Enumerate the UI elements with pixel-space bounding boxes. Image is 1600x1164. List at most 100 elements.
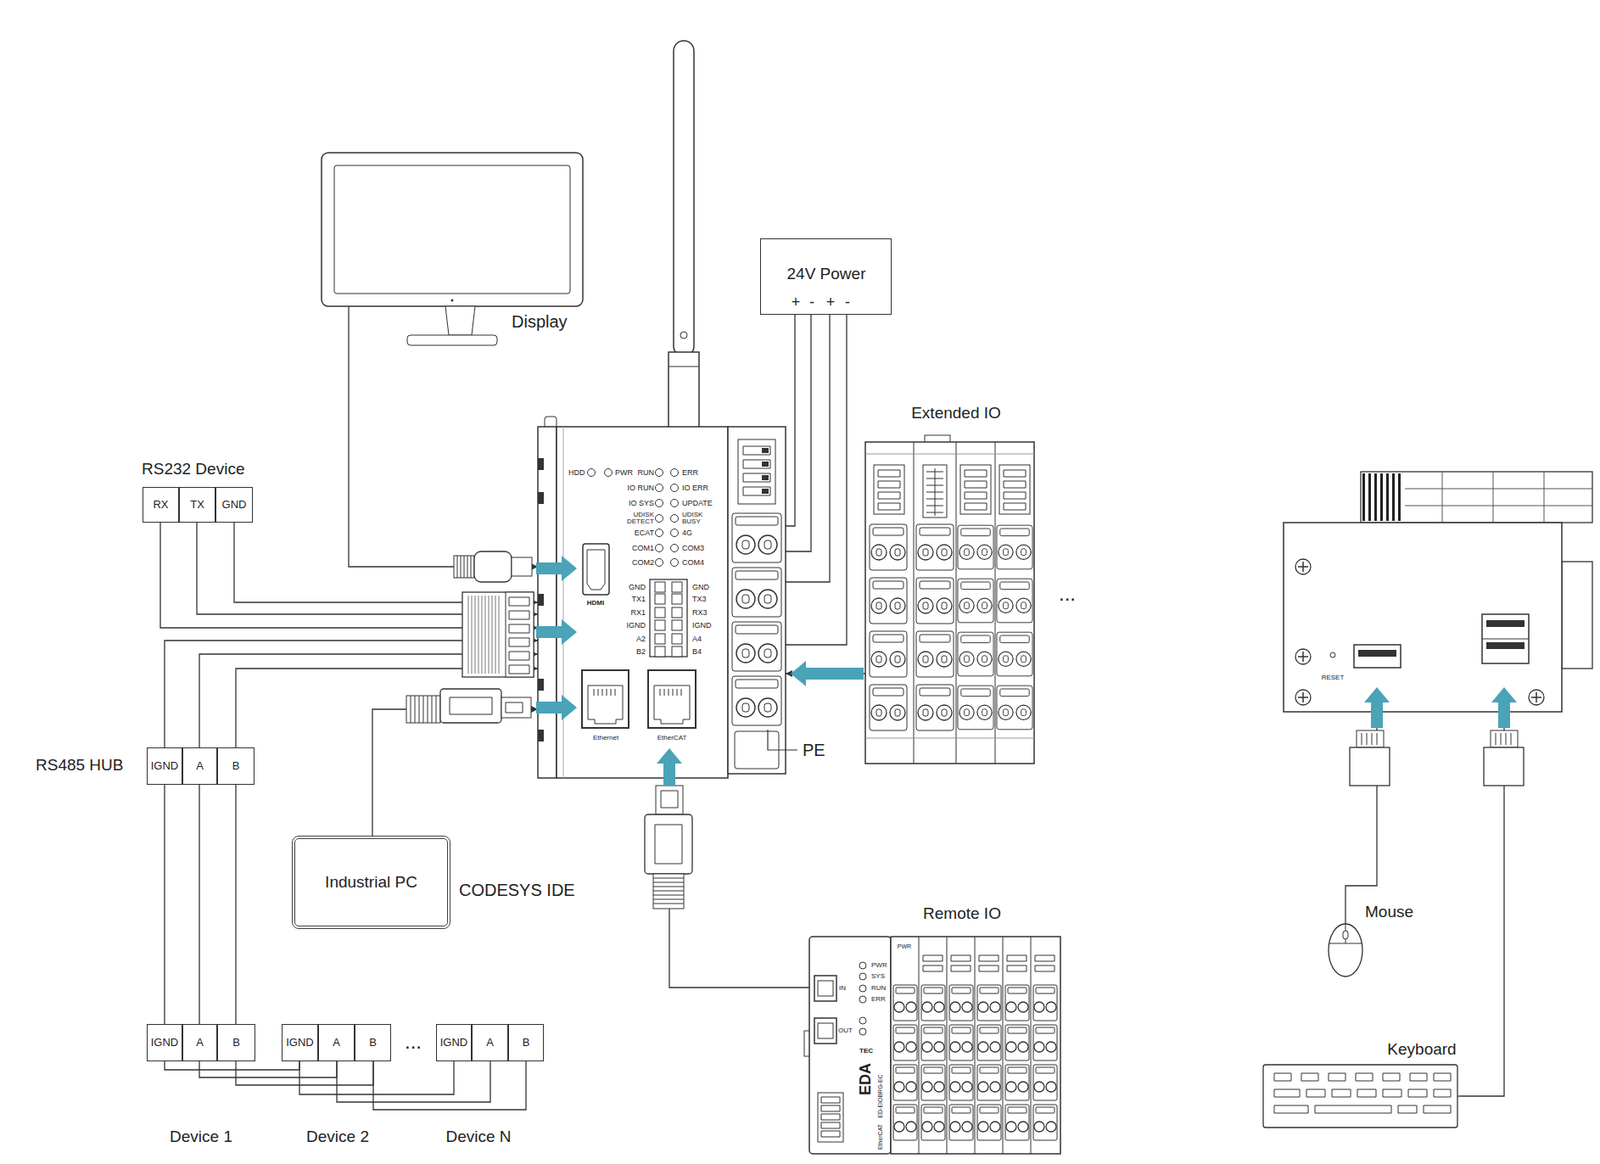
wire-connector bbox=[163, 784, 165, 1024]
controller-drawing-part bbox=[537, 426, 557, 778]
controller-drawing-part-part bbox=[654, 581, 666, 593]
controller-drawing-part-part bbox=[671, 469, 679, 477]
monitor-drawing bbox=[321, 152, 583, 346]
controller-drawing-part bbox=[761, 447, 769, 494]
controller-drawing-part bbox=[654, 581, 683, 657]
controller-drawing-part bbox=[732, 567, 782, 617]
cable-plugs-part bbox=[406, 695, 441, 723]
node-label: 4G bbox=[682, 528, 693, 538]
terminal-cell: IGND bbox=[146, 747, 183, 785]
wire-connector bbox=[234, 784, 236, 1024]
wire-connector bbox=[235, 668, 538, 748]
cable-plugs-part bbox=[655, 785, 683, 815]
controller-drawing-part-part bbox=[671, 593, 683, 605]
cable-plugs-part bbox=[1356, 730, 1384, 748]
keyboard-drawing-part bbox=[1274, 1073, 1451, 1114]
remote-io-drawing-part bbox=[814, 975, 837, 1002]
extended-io-drawing-part bbox=[913, 441, 996, 764]
extended-io-drawing-part bbox=[957, 525, 994, 570]
controller-drawing-part-part bbox=[655, 544, 664, 553]
part-label: EDA bbox=[856, 1062, 875, 1096]
wire-connector bbox=[785, 314, 795, 526]
cable-plugs-part bbox=[644, 814, 693, 874]
cable-plugs-part bbox=[505, 702, 523, 713]
remote-io-drawing-part bbox=[977, 1104, 1002, 1141]
wire-connector bbox=[785, 314, 830, 582]
terminal-cell: B bbox=[508, 1023, 544, 1062]
node-label: IGND bbox=[151, 760, 180, 773]
node-label: A bbox=[195, 1036, 204, 1050]
edge-device-drawing-part bbox=[1297, 561, 1542, 703]
remote-io-drawing-part bbox=[949, 984, 974, 1021]
node-label: + bbox=[826, 293, 836, 312]
wire-connector bbox=[235, 1061, 374, 1086]
monitor-drawing-part bbox=[347, 306, 349, 344]
rs232-device: RS232 DeviceRXTXGND bbox=[139, 456, 256, 525]
cable-plugs-part bbox=[1361, 732, 1377, 745]
part-label: PWR bbox=[871, 961, 888, 969]
node-label: - bbox=[809, 293, 815, 312]
extended-io-drawing-part bbox=[869, 577, 907, 624]
remote-io-drawing-part-part bbox=[859, 984, 867, 992]
node-label: RX bbox=[152, 498, 168, 512]
terminal-cell: IGND bbox=[146, 1023, 183, 1062]
remote-io-drawing-part bbox=[821, 1096, 840, 1137]
remote-io-drawing-part bbox=[1033, 1064, 1058, 1101]
node-label: RX1 bbox=[630, 608, 646, 617]
controller: HDDPWRRUNERRIO RUNIO ERRIO SYSUPDATEUDIS… bbox=[537, 416, 786, 778]
controller-drawing-part-part bbox=[655, 499, 664, 508]
wire-connector bbox=[234, 522, 538, 603]
mouse-drawing bbox=[1328, 899, 1363, 977]
antenna-drawing-part bbox=[668, 366, 700, 368]
mouse-drawing-part bbox=[1328, 923, 1363, 977]
remote-io-drawing-part bbox=[1005, 1024, 1030, 1061]
antenna-drawing-part bbox=[668, 352, 700, 429]
teal-arrows-part bbox=[1491, 687, 1517, 728]
controller-drawing-part-part bbox=[671, 484, 679, 493]
node-label: HDMI bbox=[587, 598, 605, 607]
remote-io-drawing-part bbox=[890, 936, 1061, 1154]
extended-io-drawing-part bbox=[873, 464, 1030, 518]
remote-io-drawing-part bbox=[1005, 1064, 1030, 1101]
wire-connector bbox=[198, 784, 200, 1024]
node-label: B bbox=[232, 1036, 241, 1050]
cable-plugs bbox=[406, 551, 1524, 909]
keyboard: Keyboard bbox=[1261, 1036, 1461, 1131]
node-label: EtherCAT bbox=[657, 733, 688, 742]
controller-drawing-part-part bbox=[654, 593, 666, 605]
wire-connector bbox=[348, 343, 538, 567]
part-label: TEC bbox=[859, 1046, 873, 1055]
node-label: Industrial PC bbox=[324, 872, 418, 892]
controller-drawing-part bbox=[587, 549, 605, 590]
node-label: ECAT bbox=[634, 528, 655, 538]
cable-plugs-part bbox=[1490, 730, 1518, 748]
terminal-cell: IGND bbox=[436, 1023, 472, 1062]
part-label: PWR bbox=[897, 943, 912, 951]
controller-drawing-part-part bbox=[654, 607, 666, 618]
extended-io-drawing-part bbox=[869, 631, 907, 677]
node-label: + bbox=[791, 293, 801, 312]
node-label: B bbox=[522, 1036, 531, 1050]
edge-device-drawing-part bbox=[1404, 471, 1593, 523]
node-label: PWR bbox=[615, 468, 633, 477]
controller-drawing-part bbox=[537, 458, 544, 742]
wire-connector bbox=[373, 1061, 526, 1110]
node-label: UDISK DETECT bbox=[621, 511, 655, 526]
teal-arrows-part bbox=[536, 555, 577, 582]
extended-io-drawing-part bbox=[957, 632, 994, 677]
node-label: A bbox=[195, 760, 204, 773]
terminal-cell: IGND bbox=[281, 1023, 319, 1062]
node-label: COM3 bbox=[682, 543, 705, 553]
terminal-cell: A bbox=[182, 1023, 218, 1062]
remote-io-drawing-part bbox=[921, 984, 946, 1021]
device: Device 2IGNDAB bbox=[281, 1023, 392, 1152]
remote-io-drawing-part bbox=[921, 1024, 946, 1061]
remote-io-drawing-part bbox=[893, 1024, 918, 1061]
controller-drawing-part-part bbox=[671, 529, 679, 538]
part-label: ED-EIOBRG-EC bbox=[877, 1074, 884, 1118]
remote-io-drawing-part bbox=[923, 955, 1055, 972]
edge-device-drawing-part bbox=[1360, 471, 1593, 523]
part-label: SYS bbox=[871, 972, 885, 980]
edge-device-drawing-part bbox=[1330, 652, 1336, 658]
controller-drawing-part-part bbox=[671, 646, 683, 657]
